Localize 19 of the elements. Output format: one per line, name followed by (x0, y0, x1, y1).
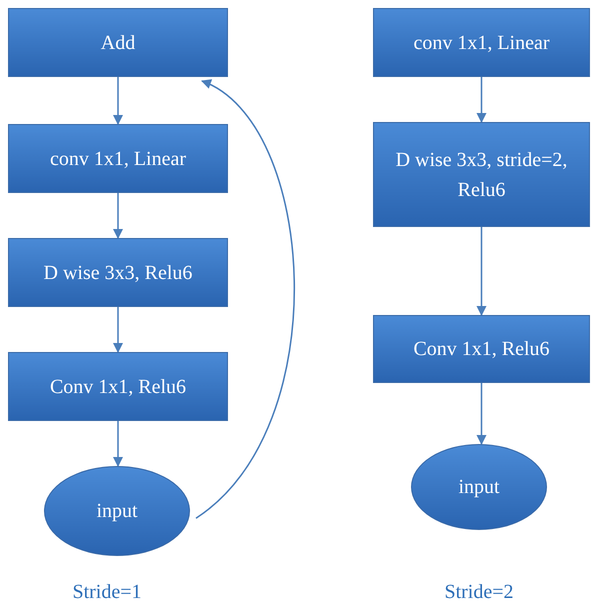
arrow (476, 227, 486, 316)
arrow (196, 80, 295, 519)
arrow (476, 77, 486, 123)
process-box: Conv 1x1, Relu6 (8, 352, 228, 421)
process-box: conv 1x1, Linear (8, 124, 228, 193)
input-ellipse: input (411, 444, 547, 530)
process-box: Add (8, 8, 228, 77)
input-ellipse: input (44, 466, 190, 556)
arrow (476, 383, 486, 445)
caption: Stride=2 (444, 580, 514, 605)
process-box: Conv 1x1, Relu6 (373, 315, 590, 383)
arrow (113, 193, 123, 239)
process-box: D wise 3x3, Relu6 (8, 238, 228, 307)
arrow (113, 421, 123, 467)
process-box: D wise 3x3, stride=2, Relu6 (373, 122, 590, 227)
caption: Stride=1 (72, 580, 142, 605)
process-box: conv 1x1, Linear (373, 8, 590, 77)
arrow (113, 307, 123, 353)
arrow (113, 77, 123, 125)
